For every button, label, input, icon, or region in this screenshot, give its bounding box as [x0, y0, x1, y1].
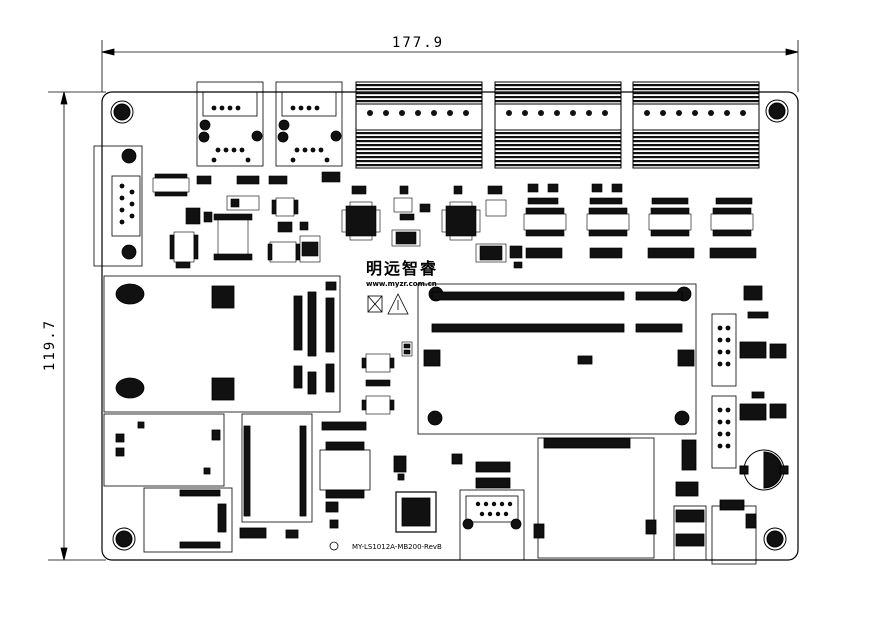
terminal-blocks — [355, 81, 760, 169]
height-dimension-label: 119.7 — [42, 319, 58, 371]
coin-battery — [739, 449, 789, 491]
db9-bottom-connector — [459, 489, 525, 561]
core-module — [417, 283, 697, 435]
qfn-chips — [341, 185, 481, 247]
sd-card-slot — [533, 437, 657, 559]
middle-chips — [361, 341, 413, 415]
rj45-jack-2 — [275, 81, 343, 167]
esd-warning-icon — [387, 293, 409, 315]
soic-row — [475, 183, 757, 269]
company-url: www.myzr.com.cn — [366, 280, 437, 288]
right-headers — [711, 285, 787, 469]
mounting-holes — [110, 99, 789, 551]
upper-components — [152, 171, 341, 269]
board-revision-label: MY-LS1012A-MB200-RevB — [352, 543, 442, 551]
bottom-center-chips — [319, 441, 511, 533]
company-logo-text: 明远智睿 — [366, 259, 438, 278]
db9-connector — [93, 145, 143, 267]
height-dimension — [48, 91, 106, 561]
left-module — [103, 275, 341, 413]
width-dimension-label: 177.9 — [392, 35, 444, 51]
recycle-disposal-icon — [367, 295, 383, 313]
width-dimension — [101, 40, 799, 92]
lower-left-modules — [103, 413, 367, 553]
power-components — [673, 439, 757, 565]
rj45-jack-1 — [196, 81, 264, 167]
